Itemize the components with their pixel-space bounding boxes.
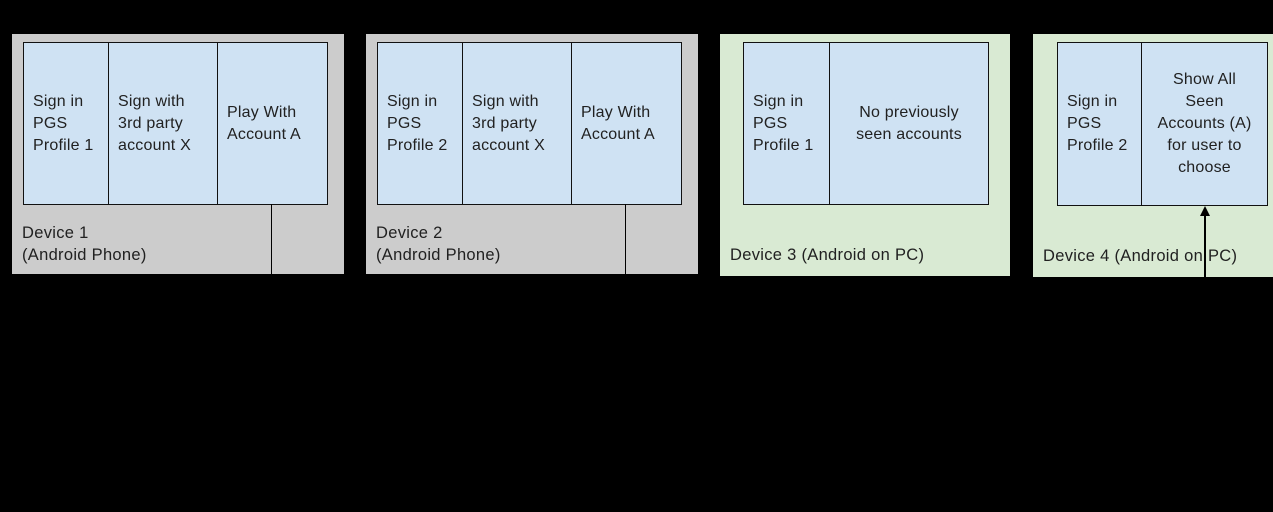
device-2-step-sign-in-pgs: Sign in PGS Profile 2 bbox=[377, 42, 463, 205]
device-1-connector-line bbox=[270, 204, 272, 274]
device-3-label: Device 3 (Android on PC) bbox=[730, 246, 925, 264]
device-4-step-sign-in-pgs: Sign in PGS Profile 2 bbox=[1057, 42, 1142, 206]
device-1-label: Device 1 (Android Phone) bbox=[22, 224, 147, 264]
step-label: Sign with 3rd party account X bbox=[118, 92, 191, 154]
step-label: Show All Seen Accounts (A) for user to c… bbox=[1157, 71, 1252, 176]
step-label: Sign in PGS Profile 2 bbox=[387, 92, 448, 154]
device-1-card: Sign in PGS Profile 1 Sign with 3rd part… bbox=[12, 34, 344, 274]
step-label: Sign in PGS Profile 1 bbox=[33, 92, 94, 154]
device-2-label: Device 2 (Android Phone) bbox=[376, 224, 501, 264]
device-3-card: Sign in PGS Profile 1 No previously seen… bbox=[720, 34, 1010, 276]
device-1-step-sign-3rd-party: Sign with 3rd party account X bbox=[108, 42, 218, 205]
device-4-card: Sign in PGS Profile 2 Show All Seen Acco… bbox=[1033, 34, 1273, 277]
step-label: Play With Account A bbox=[581, 103, 655, 143]
device-1-step-play-with-account-a: Play With Account A bbox=[217, 42, 328, 205]
device-2-step-play-with-account-a: Play With Account A bbox=[571, 42, 682, 205]
device-2-step-sign-3rd-party: Sign with 3rd party account X bbox=[462, 42, 572, 205]
device-4-step-show-all-seen-accounts: Show All Seen Accounts (A) for user to c… bbox=[1141, 42, 1268, 206]
device-3-step-sign-in-pgs: Sign in PGS Profile 1 bbox=[743, 42, 830, 205]
step-label: Sign with 3rd party account X bbox=[472, 92, 545, 154]
step-label: Sign in PGS Profile 2 bbox=[1067, 93, 1128, 154]
device-3-step-no-previously-seen-accounts: No previously seen accounts bbox=[829, 42, 989, 205]
device-2-card: Sign in PGS Profile 2 Sign with 3rd part… bbox=[366, 34, 698, 274]
device-4-label: Device 4 (Android on PC) bbox=[1043, 247, 1238, 265]
step-label: No previously seen accounts bbox=[856, 103, 962, 143]
device-1-step-sign-in-pgs: Sign in PGS Profile 1 bbox=[23, 42, 109, 205]
step-label: Play With Account A bbox=[227, 103, 301, 143]
device-4-arrow-head bbox=[1199, 206, 1210, 216]
step-label: Sign in PGS Profile 1 bbox=[753, 92, 814, 154]
device-2-connector-line bbox=[624, 204, 626, 274]
device-4-arrow-line bbox=[1204, 215, 1206, 277]
